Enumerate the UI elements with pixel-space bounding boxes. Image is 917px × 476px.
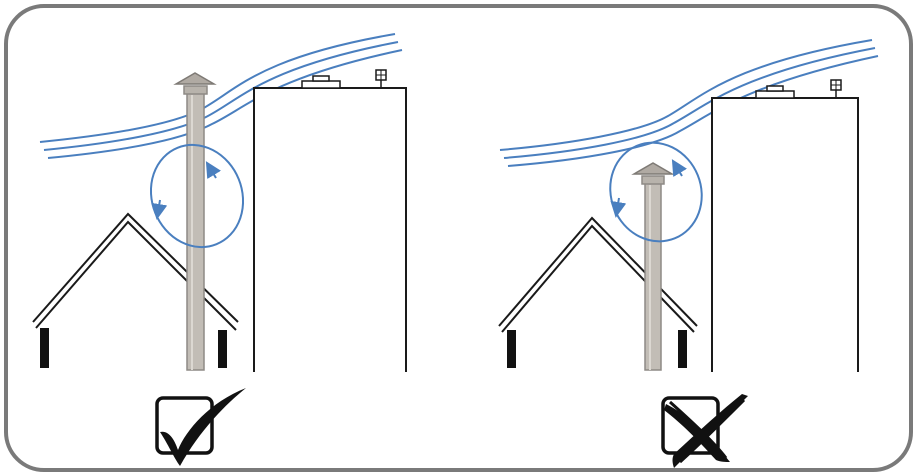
verdict-correct-badge <box>155 388 246 466</box>
checkmark-icon <box>160 388 246 466</box>
building-right <box>711 79 859 372</box>
panel-correct <box>32 33 407 372</box>
building-left <box>253 69 407 372</box>
circulation-loop-right <box>609 141 703 243</box>
panel-incorrect <box>498 39 879 372</box>
chimney-pipe-short <box>631 162 675 371</box>
verdict-incorrect-badge <box>661 394 748 468</box>
circulation-loop-left <box>149 143 245 249</box>
wind-streamlines-right <box>499 39 879 167</box>
x-mark-icon <box>664 394 748 468</box>
chimney-pipe-tall <box>173 72 217 371</box>
